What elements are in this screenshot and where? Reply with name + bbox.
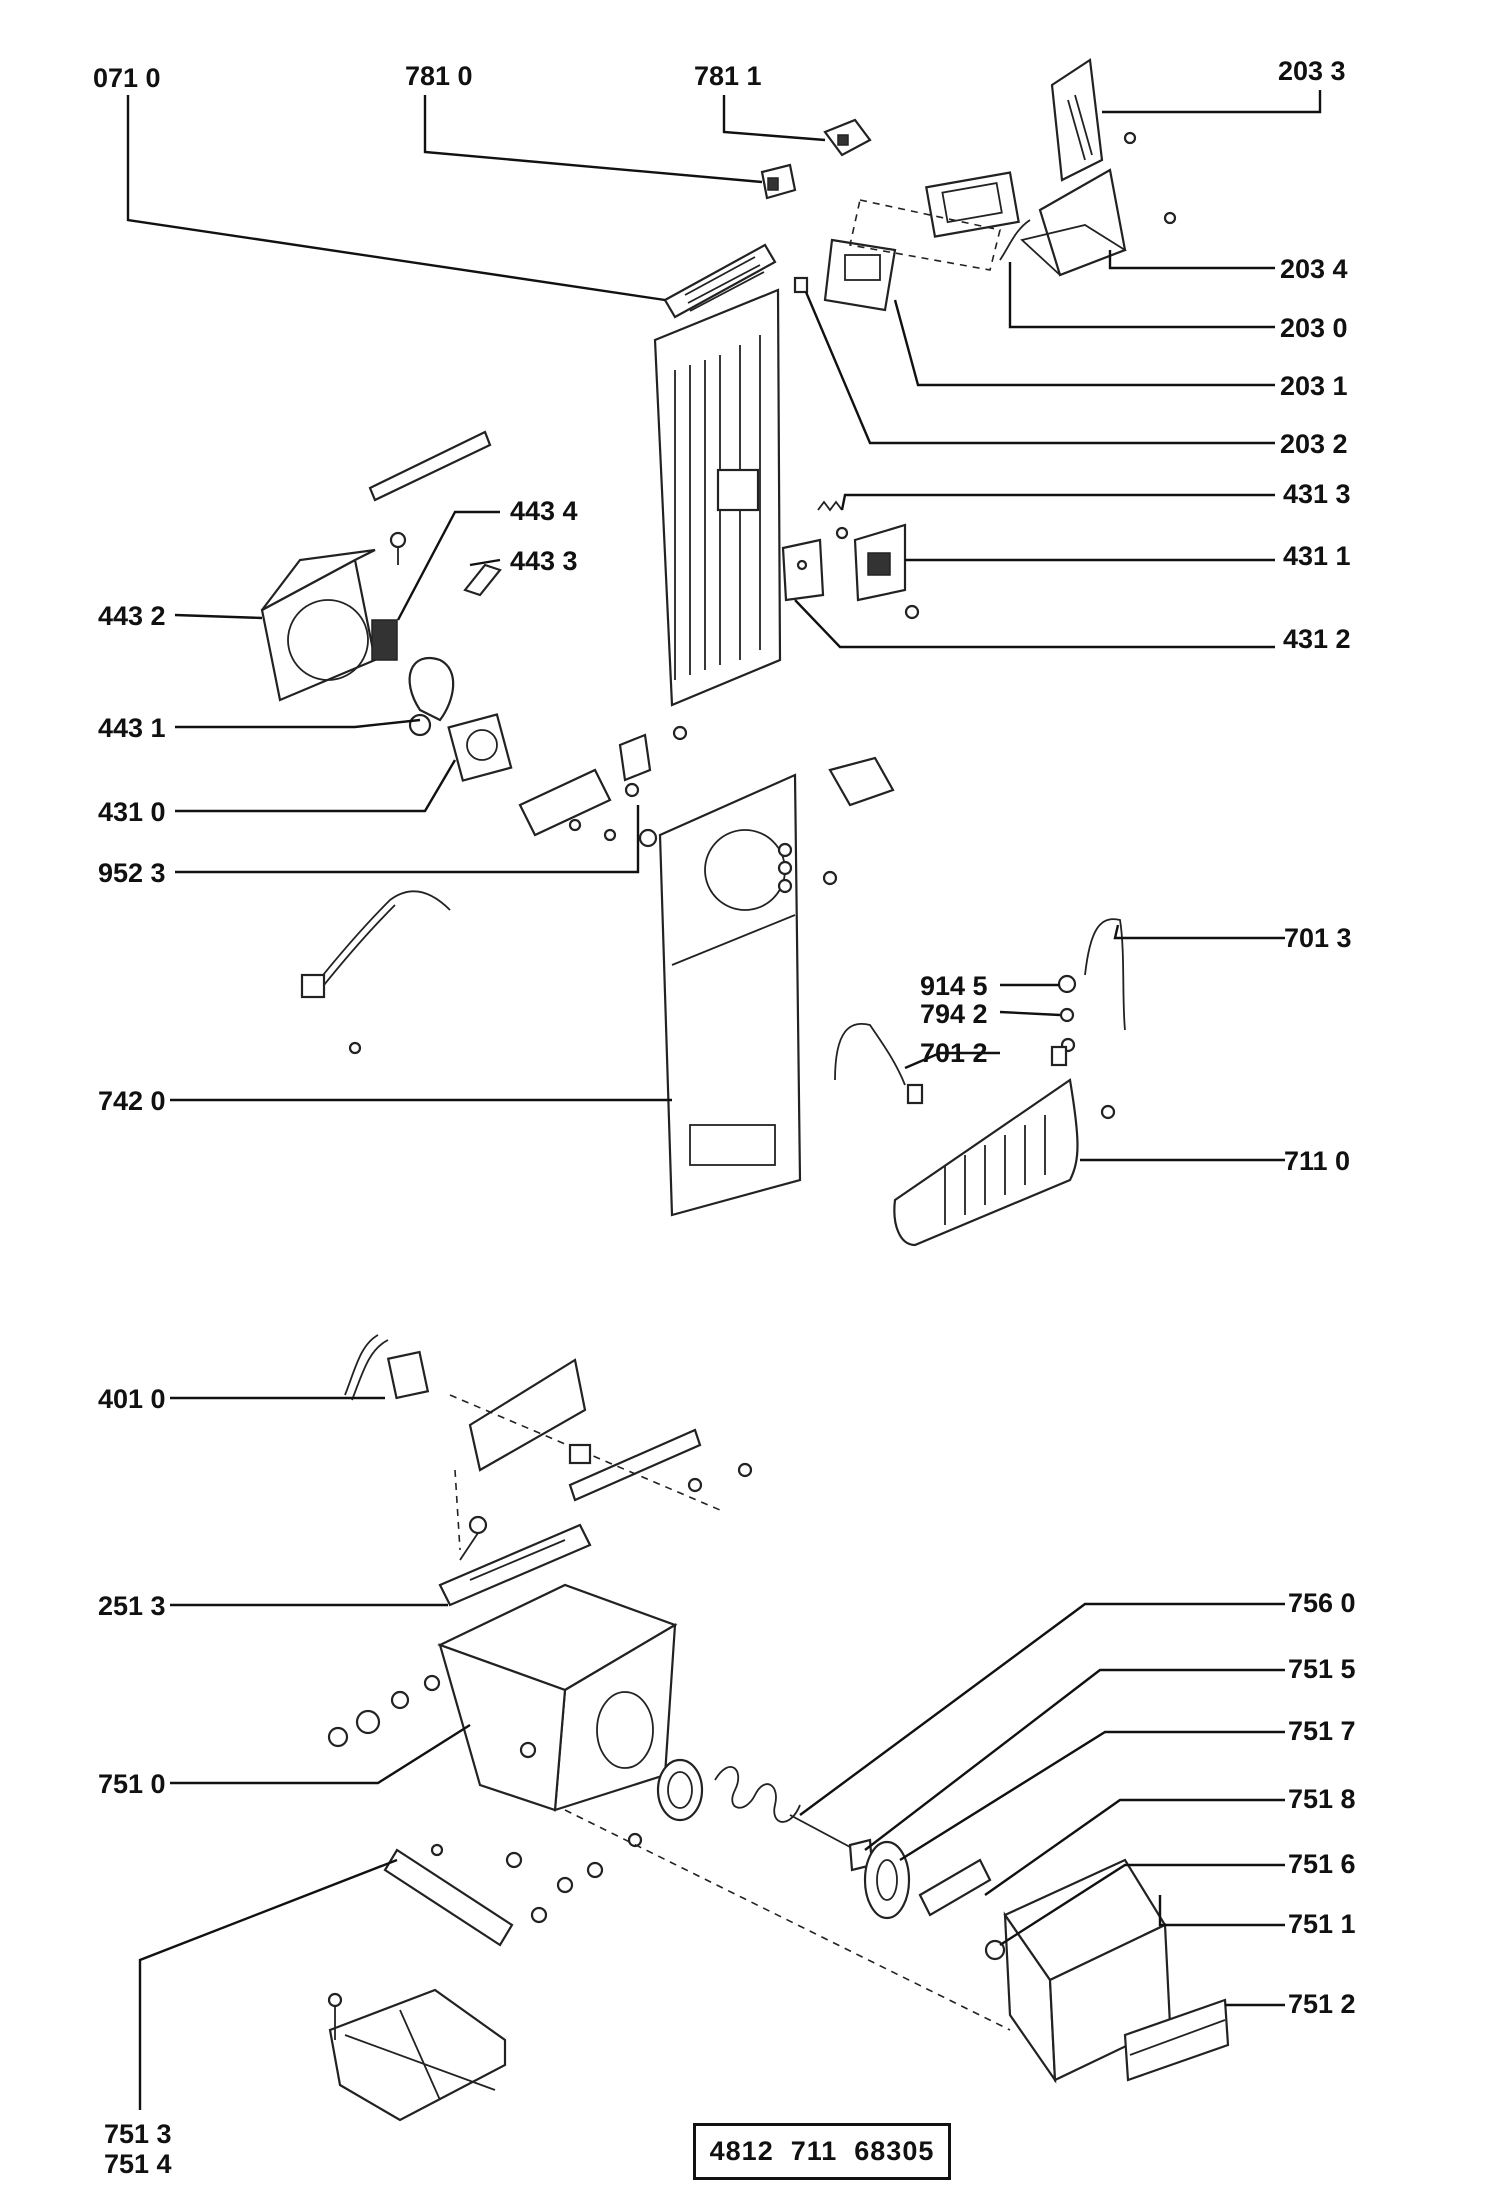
part-2513-bracket — [438, 1515, 592, 1607]
label-9145: 914 5 — [920, 971, 988, 1001]
part-9145-nut — [1057, 974, 1077, 1023]
label-7560: 756 0 — [1288, 1588, 1356, 1618]
part-4010-switch — [344, 1334, 430, 1401]
part-4311-switch — [853, 523, 920, 620]
label-2032: 203 2 — [1280, 429, 1348, 459]
part-7420-panel — [638, 773, 838, 1217]
part-2034-box — [1020, 168, 1177, 277]
part-7810-connector — [760, 163, 797, 200]
part-4434-screw — [389, 531, 407, 565]
label-4311: 431 1 — [1283, 541, 1351, 571]
part-4431-fan-blade — [408, 657, 455, 737]
label-2034: 203 4 — [1280, 254, 1348, 284]
label-4432: 443 2 — [98, 601, 166, 631]
part-7510-ice-box — [327, 1583, 678, 1812]
part-4432-fan-housing — [260, 548, 398, 702]
label-4310: 431 0 — [98, 797, 166, 827]
label-2030: 203 0 — [1280, 313, 1348, 343]
part-4310-motor — [447, 713, 513, 782]
label-7110: 711 0 — [1284, 1146, 1350, 1176]
label-7012: 701 2 — [920, 1038, 988, 1068]
part-2031-plate — [823, 199, 1001, 312]
part-7560-spring — [656, 1758, 801, 1823]
part-7013-tube — [1084, 918, 1126, 1031]
label-2031: 203 1 — [1280, 371, 1348, 401]
part-2030-transformer — [924, 171, 1031, 261]
part-2032-clip — [793, 276, 809, 294]
label-7511: 751 1 — [1288, 1909, 1356, 1939]
label-4433: 443 3 — [510, 546, 578, 576]
part-9523-bracket — [518, 768, 640, 842]
part-7513-bar — [383, 1832, 643, 1947]
label-7513: 751 3 — [104, 2119, 172, 2149]
part-7811-block — [823, 118, 872, 157]
part-7012-tube — [834, 1023, 906, 1086]
part-7518-arm — [918, 1858, 992, 1917]
document-number-box: 4812 711 68305 — [693, 2123, 951, 2180]
part-small-bracket — [618, 725, 688, 782]
label-2033: 203 3 — [1278, 56, 1346, 86]
document-number: 4812 711 68305 — [709, 2136, 935, 2166]
label-7013: 701 3 — [1284, 923, 1352, 953]
label-7518: 751 8 — [1288, 1784, 1356, 1814]
label-7942: 794 2 — [920, 999, 988, 1029]
part-4433-clip — [463, 563, 502, 597]
part-2033-bracket — [1050, 58, 1137, 182]
label-4010: 401 0 — [98, 1384, 166, 1414]
part-4312-plate — [781, 538, 825, 602]
part-7516-pin — [984, 1939, 1006, 1961]
part-small-box — [828, 756, 895, 807]
leader-lines — [126, 90, 1322, 2110]
part-wire-harness — [300, 890, 451, 1055]
label-7512: 751 2 — [1288, 1989, 1356, 2019]
label-7811: 781 1 — [694, 61, 762, 91]
label-7420: 742 0 — [98, 1086, 166, 1116]
part-back-panel — [653, 288, 782, 707]
part-7514-cover — [327, 1988, 507, 2122]
label-7517: 751 7 — [1288, 1716, 1356, 1746]
label-7810: 781 0 — [405, 61, 473, 91]
label-7515: 751 5 — [1288, 1654, 1356, 1684]
part-7517-wheel — [863, 1840, 911, 1920]
part-4313-spring — [817, 500, 849, 540]
part-bracket-top — [368, 430, 492, 502]
part-7512-flap — [1123, 1998, 1230, 2082]
label-2513: 251 3 — [98, 1591, 166, 1621]
part-7515-shaft — [789, 1814, 874, 1872]
part-7110-drip-tray — [893, 1045, 1116, 1247]
label-4312: 431 2 — [1283, 624, 1351, 654]
part-0710-grille — [663, 243, 777, 319]
label-4313: 431 3 — [1283, 479, 1351, 509]
label-7516: 751 6 — [1288, 1849, 1356, 1879]
label-4431: 443 1 — [98, 713, 166, 743]
part-dispenser-frame — [449, 1358, 753, 1551]
label-7510: 751 0 — [98, 1769, 166, 1799]
label-4434: 443 4 — [510, 496, 578, 526]
label-7514: 751 4 — [104, 2149, 172, 2179]
label-0710: 071 0 — [93, 63, 161, 93]
label-9523: 952 3 — [98, 858, 166, 888]
part-7511-chute — [1003, 1858, 1172, 2084]
